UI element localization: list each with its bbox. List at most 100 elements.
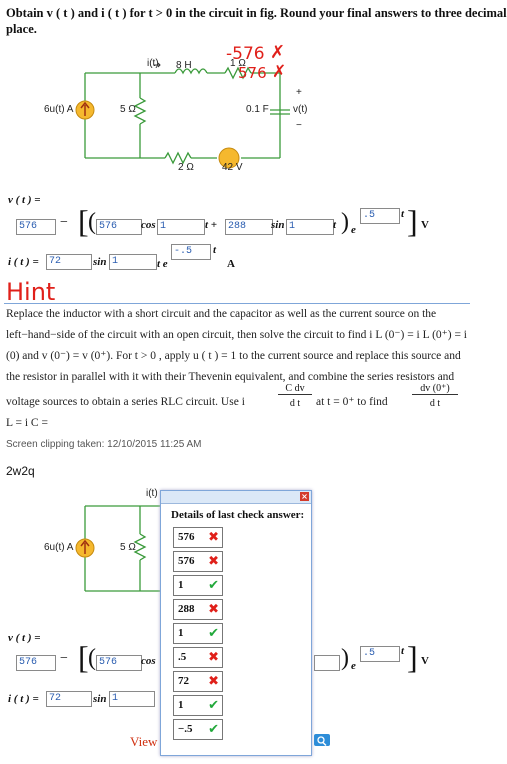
- check-result-value: 1: [178, 579, 184, 591]
- t-superscript-2: t: [213, 244, 217, 256]
- bracket-close-2: ]: [407, 639, 418, 675]
- minus-operator: −: [60, 215, 68, 230]
- plus-sign: +: [296, 87, 302, 98]
- check-result-item: −.5 ✔: [173, 719, 223, 740]
- answer-field-5[interactable]: 1: [286, 219, 334, 235]
- question-text: Obtain v ( t ) and i ( t ) for t > 0 in …: [6, 6, 507, 20]
- hint-title: Hint: [6, 278, 56, 306]
- fraction-2-den: d t: [429, 398, 441, 409]
- hint-line-5a: voltage sources to obtain a series RLC c…: [6, 396, 245, 429]
- resistor-left-label: 5 Ω: [120, 104, 136, 115]
- resistor-label-2: 5 Ω: [120, 542, 136, 553]
- te-label: t e: [157, 258, 168, 270]
- voltage-label: v(t): [293, 104, 308, 115]
- screen-clipping-caption: Screen clipping taken: 12/10/2015 11:25 …: [6, 439, 202, 450]
- answer-field-8[interactable]: 1: [109, 254, 157, 270]
- fraction-1-num: C dv: [278, 383, 312, 395]
- annotation-bottom: 576: [238, 64, 267, 82]
- paren-open: (: [88, 209, 96, 235]
- annotation-top: -576: [226, 44, 265, 64]
- answer-field-2-1[interactable]: 576: [16, 655, 56, 671]
- cross-mark-icon: ✗: [270, 42, 286, 63]
- paren-close-2: ): [341, 645, 349, 671]
- answer-field-2-8[interactable]: 1: [109, 691, 155, 707]
- v-label: v ( t ) =: [8, 194, 41, 206]
- cross-mark-icon: ✗: [272, 62, 287, 82]
- check-result-item: 1✔: [173, 695, 223, 716]
- check-result-item: .5 ✖: [173, 647, 223, 668]
- check-result-value: −.5: [178, 723, 193, 735]
- i-label-2: i ( t ) =: [8, 693, 39, 705]
- check-result-item: 1✔: [173, 623, 223, 644]
- t-plus-label: t +: [205, 219, 218, 231]
- e-label-2: e: [351, 660, 356, 672]
- unit-amp: A: [227, 258, 235, 270]
- cross-icon: ✖: [208, 554, 219, 569]
- question-text-cont: place.: [6, 22, 37, 36]
- cross-icon: ✖: [208, 530, 219, 545]
- answer-field-4[interactable]: 288: [225, 219, 273, 235]
- view-link[interactable]: View: [130, 734, 158, 749]
- hint-line-5b: at t = 0⁺ to find: [316, 396, 388, 408]
- check-result-value: 576: [178, 531, 195, 543]
- hint-line-4: the resistor in parallel with it with th…: [6, 371, 455, 383]
- minus-operator-2: −: [60, 651, 68, 666]
- check-icon: ✔: [208, 722, 219, 737]
- cross-icon: ✖: [208, 602, 219, 617]
- resistor-top-label: 1 Ω: [230, 58, 246, 69]
- check-icon: ✔: [208, 626, 219, 641]
- search-icon[interactable]: [314, 734, 330, 747]
- cos-label: cos: [141, 219, 156, 231]
- answer-field-3[interactable]: 1: [157, 219, 205, 235]
- sin-label-2: sin: [93, 256, 107, 268]
- answer-field-2-5[interactable]: [314, 655, 340, 671]
- divider: [4, 303, 470, 304]
- answer-field-1[interactable]: 576: [16, 219, 56, 235]
- check-result-item: 288 ✖: [173, 599, 223, 620]
- popup-titlebar: ×: [161, 491, 311, 504]
- check-result-value: 1: [178, 699, 184, 711]
- check-result-value: 72: [178, 675, 189, 687]
- sin-label-3: sin: [93, 693, 107, 705]
- check-result-value: 576: [178, 555, 195, 567]
- check-answer-popup: × Details of last check answer: 576 ✖ 576 ✖…: [160, 490, 312, 756]
- minus-sign: −: [296, 120, 302, 131]
- e-label: e: [351, 224, 356, 236]
- check-result-value: 288: [178, 603, 195, 615]
- check-result-value: 1: [178, 627, 184, 639]
- hint-line-2: left−hand−side of the circuit with an op…: [6, 329, 468, 341]
- i-label: i ( t ) =: [8, 256, 39, 268]
- cross-icon: ✖: [208, 650, 219, 665]
- cross-icon: ✖: [208, 674, 219, 689]
- source-label-2: 6u(t) A: [44, 542, 74, 553]
- popup-title: Details of last check answer:: [171, 509, 305, 521]
- close-icon[interactable]: ×: [300, 492, 309, 501]
- current-label-2: i(t): [146, 488, 158, 499]
- circuit-diagram-2: [75, 505, 160, 592]
- unit-volt: V: [421, 219, 429, 231]
- check-icon: ✔: [208, 698, 219, 713]
- bracket-close: ]: [407, 203, 418, 239]
- check-result-value: .5: [178, 651, 187, 663]
- paren-close: ): [341, 209, 349, 235]
- inductor-label: 8 H: [176, 60, 192, 71]
- answer-field-2-2[interactable]: 576: [96, 655, 142, 671]
- check-icon: ✔: [208, 578, 219, 593]
- bracket-open-2: [: [78, 639, 89, 675]
- source-label: 6u(t) A: [44, 104, 74, 115]
- unit-volt-2: V: [421, 655, 429, 667]
- capacitor-label: 0.1 F: [246, 104, 269, 115]
- answer-field-2-7[interactable]: 72: [46, 691, 92, 707]
- paren-open-2: (: [88, 645, 96, 671]
- vsource-label: 42 V: [222, 162, 243, 173]
- resistor-bottom-label: 2 Ω: [178, 162, 194, 173]
- answer-field-2-6[interactable]: .5: [360, 646, 400, 662]
- answer-field-7[interactable]: 72: [46, 254, 92, 270]
- fraction-1-den: d t: [289, 398, 301, 409]
- answer-field-2[interactable]: 576: [96, 219, 142, 235]
- t-label: t: [333, 219, 337, 231]
- cos-label-2: cos: [141, 655, 156, 667]
- check-result-item: 1✔: [173, 575, 223, 596]
- answer-field-9[interactable]: -.5: [171, 244, 211, 260]
- answer-field-6[interactable]: .5: [360, 208, 400, 224]
